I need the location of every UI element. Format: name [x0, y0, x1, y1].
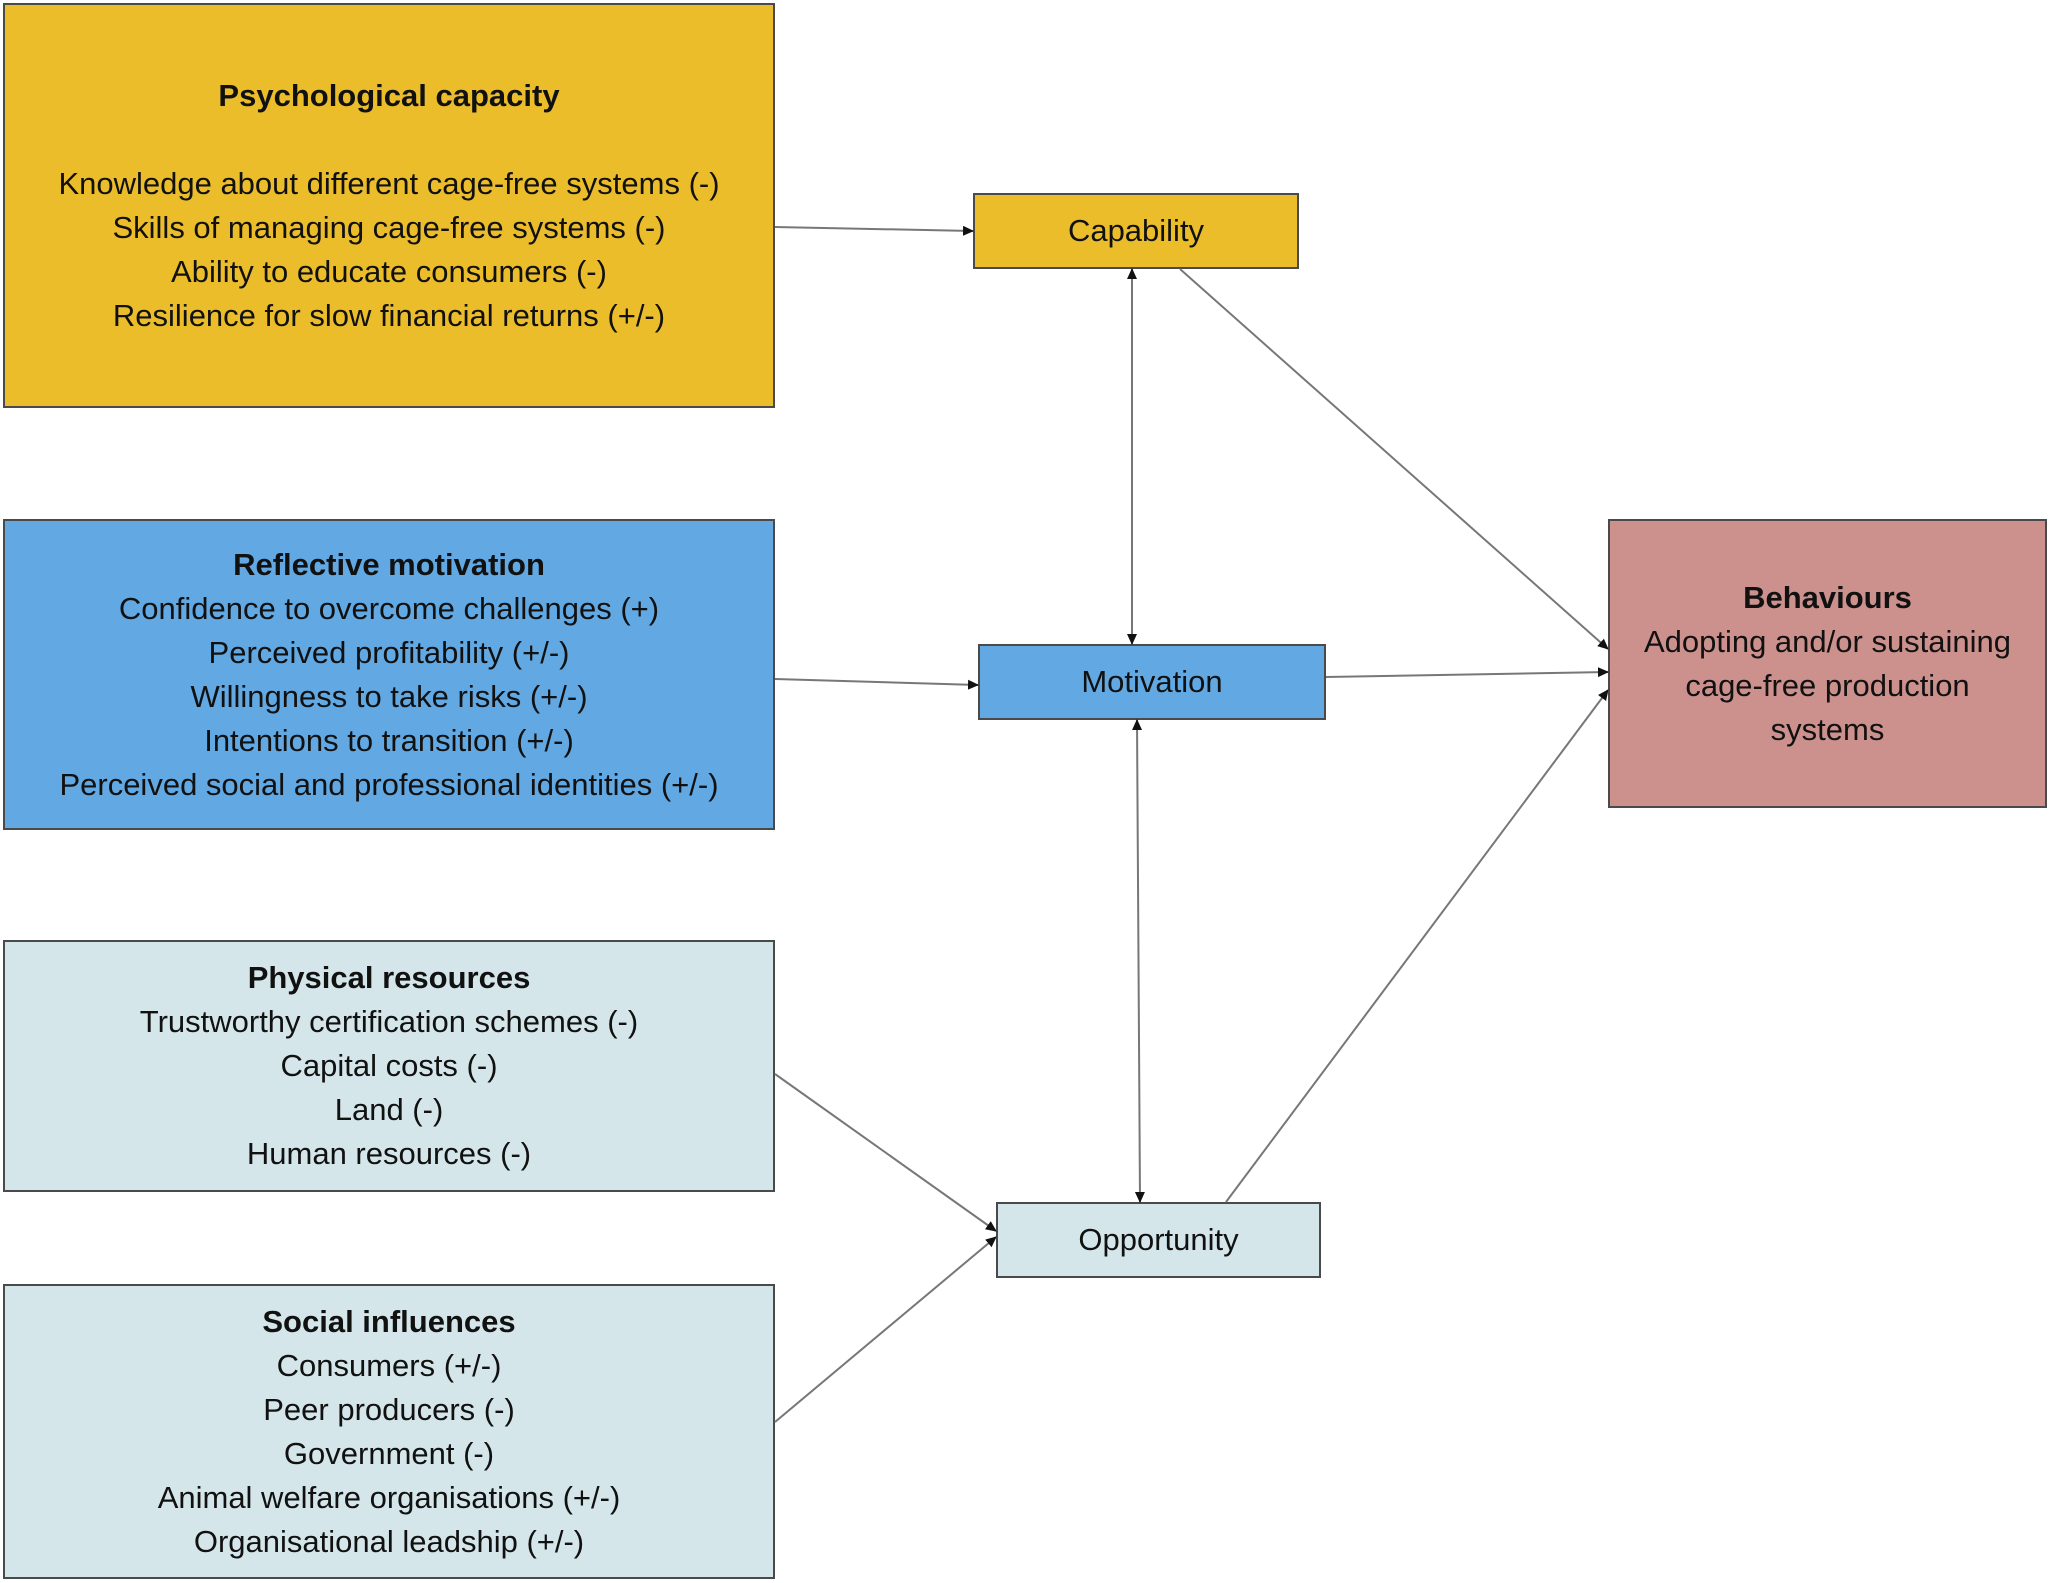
reflective-motivation-item: Perceived social and professional identi…	[59, 766, 719, 802]
physical-resources-title: Physical resources	[247, 960, 531, 995]
motivation-node: Motivation	[978, 644, 1326, 720]
physical-resources-item: Trustworthy certification schemes (-)	[139, 1004, 639, 1039]
behaviours-line: Adopting and/or sustaining	[1643, 623, 2012, 659]
opportunity-to-behaviours-arrow	[1225, 689, 1609, 1203]
behaviours-box: Behaviours Adopting and/or sustaining ca…	[1608, 519, 2047, 808]
psychological-capacity-box: Psychological capacity Knowledge about d…	[3, 3, 775, 408]
psychological-capacity-item: Knowledge about different cage-free syst…	[58, 165, 720, 201]
opportunity-label: Opportunity	[1078, 1222, 1239, 1257]
opportunity-node: Opportunity	[996, 1202, 1321, 1278]
physical-to-opportunity-arrow	[774, 1073, 997, 1232]
motivation-label: Motivation	[1081, 664, 1223, 699]
social-influences-item: Consumers (+/-)	[276, 1347, 502, 1383]
reflective-to-motivation-arrow	[774, 678, 979, 690]
psych-to-capability-arrow	[774, 225, 974, 236]
physical-resources-box: Physical resources Trustworthy certifica…	[3, 940, 775, 1192]
psychological-capacity-item: Resilience for slow financial returns (+…	[112, 297, 666, 333]
behaviours-line: systems	[1770, 711, 1885, 747]
social-influences-item: Peer producers (-)	[263, 1391, 515, 1427]
reflective-motivation-item: Intentions to transition (+/-)	[204, 722, 574, 758]
social-influences-title: Social influences	[262, 1303, 516, 1339]
reflective-motivation-item: Confidence to overcome challenges (+)	[118, 590, 660, 626]
reflective-motivation-title: Reflective motivation	[233, 546, 545, 582]
reflective-motivation-item: Willingness to take risks (+/-)	[190, 678, 588, 714]
psychological-capacity-item: Skills of managing cage-free systems (-)	[112, 209, 666, 245]
motivation-opportunity-arrow	[1132, 719, 1145, 1203]
physical-resources-item: Human resources (-)	[246, 1136, 532, 1171]
motivation-to-behaviours-arrow	[1325, 667, 1609, 678]
capability-node: Capability	[973, 193, 1299, 269]
capability-to-behaviours-arrow	[1179, 268, 1609, 650]
reflective-motivation-box: Reflective motivation Confidence to over…	[3, 519, 775, 830]
capability-label: Capability	[1067, 213, 1205, 248]
social-influences-item: Animal welfare organisations (+/-)	[157, 1479, 621, 1515]
psychological-capacity-item: Ability to educate consumers (-)	[171, 253, 607, 289]
physical-resources-item: Land (-)	[334, 1092, 444, 1127]
psychological-capacity-title: Psychological capacity	[218, 77, 560, 113]
physical-resources-item: Capital costs (-)	[280, 1048, 498, 1083]
social-to-opportunity-arrow	[774, 1236, 997, 1423]
social-influences-item: Organisational leadship (+/-)	[193, 1523, 585, 1559]
social-influences-item: Government (-)	[283, 1435, 495, 1471]
reflective-motivation-item: Perceived profitability (+/-)	[208, 634, 570, 670]
social-influences-box: Social influences Consumers (+/-) Peer p…	[3, 1284, 775, 1579]
behaviours-line: cage-free production	[1685, 667, 1970, 703]
behaviours-title: Behaviours	[1743, 579, 1912, 615]
